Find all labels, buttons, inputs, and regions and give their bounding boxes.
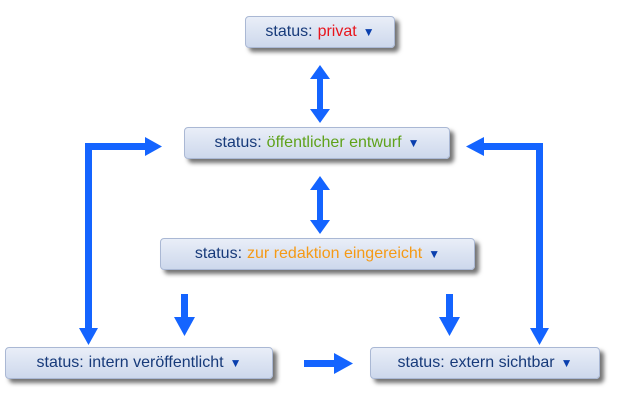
chevron-down-icon[interactable]: ▼ xyxy=(560,356,573,370)
chevron-down-icon[interactable]: ▼ xyxy=(407,136,420,150)
status-label: status: xyxy=(36,354,84,371)
status-value: extern sichtbar xyxy=(449,354,555,371)
status-label: status: xyxy=(214,134,262,151)
chevron-down-icon[interactable]: ▼ xyxy=(229,356,242,370)
status-node-intern-veroeffentlicht[interactable]: status: intern veröffentlicht ▼ xyxy=(5,347,273,379)
status-value: privat xyxy=(317,23,357,40)
status-value: intern veröffentlicht xyxy=(88,354,224,371)
status-label: status: xyxy=(194,245,243,262)
status-node-oeffentlicher-entwurf[interactable]: status: öffentlicher entwurf ▼ xyxy=(184,127,450,159)
arrow-intern-to-extern xyxy=(304,353,353,374)
status-node-privat[interactable]: status: privat ▼ xyxy=(245,16,395,48)
status-label: status: xyxy=(265,23,313,40)
status-node-zur-redaktion-eingereicht[interactable]: status: zur redaktion eingereicht ▼ xyxy=(160,238,475,270)
elbow-arrow-extern-to-entwurf xyxy=(466,137,549,345)
double-arrow-entwurf-redaktion xyxy=(310,176,330,234)
chevron-down-icon[interactable]: ▼ xyxy=(428,247,441,261)
arrow-redaktion-to-extern xyxy=(439,294,460,336)
elbow-arrow-intern-to-entwurf xyxy=(79,137,162,345)
arrow-redaktion-to-intern xyxy=(174,294,195,336)
status-label: status: xyxy=(397,354,445,371)
status-value: öffentlicher entwurf xyxy=(266,134,402,151)
chevron-down-icon[interactable]: ▼ xyxy=(362,25,375,39)
status-node-extern-sichtbar[interactable]: status: extern sichtbar ▼ xyxy=(370,347,600,379)
double-arrow-privat-entwurf xyxy=(310,65,330,123)
status-value: zur redaktion eingereicht xyxy=(247,245,423,262)
